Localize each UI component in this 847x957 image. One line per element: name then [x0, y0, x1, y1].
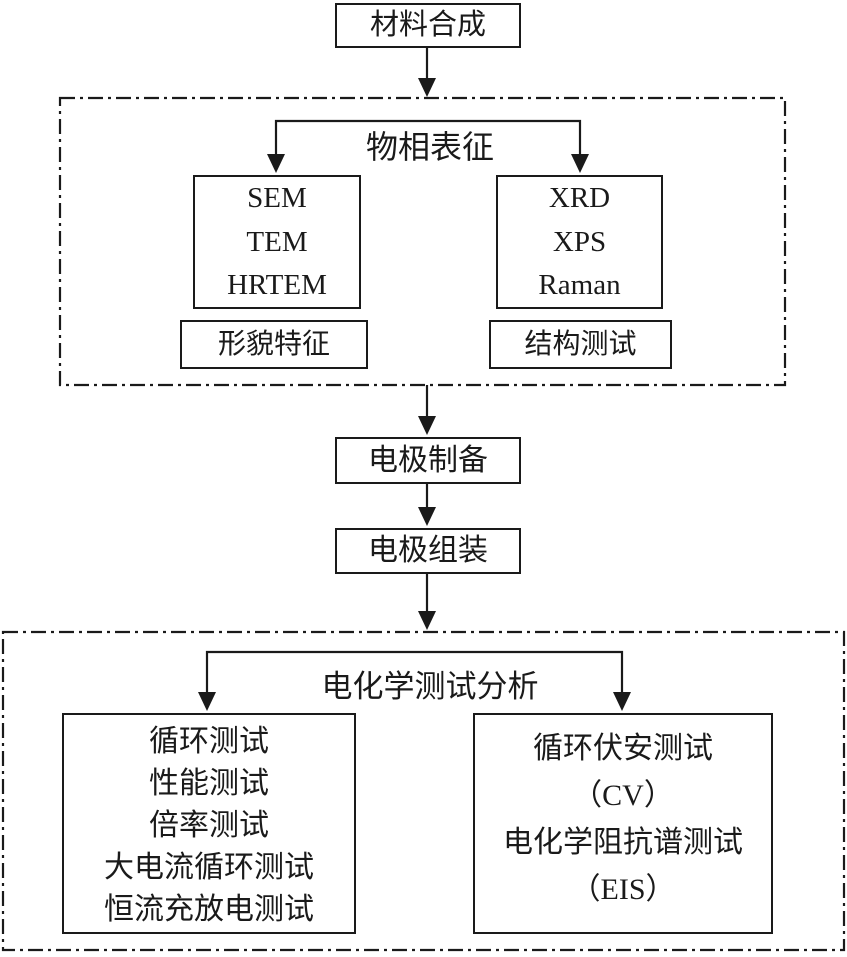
- echem-branch-line: [205, 650, 624, 695]
- node-structure-label: 结构测试: [489, 320, 672, 369]
- arrowhead-prep-to-assembly: [418, 507, 436, 526]
- arrowhead-material-to-phase: [418, 78, 436, 97]
- arrowhead-phase-to-prep: [418, 416, 436, 435]
- cycle-test-item: 大电流循环测试: [104, 851, 314, 884]
- phase-group-dashed-border: [58, 96, 787, 387]
- node-material-synthesis-label: 材料合成: [369, 9, 486, 42]
- morphology-method: TEM: [246, 225, 308, 258]
- voltammetry-test-item: （EIS）: [570, 872, 676, 906]
- cycle-test-item: 循环测试: [149, 725, 269, 758]
- phase-group-label: 物相表征: [365, 129, 494, 165]
- cycle-test-item: 倍率测试: [149, 809, 269, 842]
- voltammetry-test-item: 循环伏安测试: [533, 731, 713, 765]
- arrowhead-phase-right: [571, 154, 589, 173]
- structure-label-text: 结构测试: [524, 328, 637, 360]
- voltammetry-test-item: 电化学阻抗谱测试: [503, 825, 743, 859]
- structure-method: Raman: [538, 268, 621, 301]
- node-material-synthesis: 材料合成: [335, 3, 521, 48]
- cycle-test-item: 恒流充放电测试: [104, 893, 314, 926]
- morphology-method: HRTEM: [227, 268, 327, 301]
- voltammetry-test-item: （CV）: [572, 778, 674, 812]
- arrowhead-echem-left: [198, 692, 216, 711]
- structure-method: XPS: [552, 225, 607, 258]
- arrowhead-assembly-to-echem: [418, 611, 436, 630]
- node-electrode-assembly: 电极组装: [335, 528, 521, 574]
- echem-group-dashed-border: [1, 630, 846, 952]
- arrowhead-echem-right: [613, 692, 631, 711]
- electrode-assembly-label: 电极组装: [368, 534, 488, 567]
- node-voltammetry-tests: 循环伏安测试 （CV） 电化学阻抗谱测试 （EIS）: [473, 713, 773, 934]
- phase-branch-line: [274, 119, 582, 157]
- node-electrode-preparation: 电极制备: [335, 437, 521, 484]
- electrode-preparation-label: 电极制备: [368, 443, 488, 477]
- arrowhead-phase-left: [267, 154, 285, 173]
- node-structure-methods: XRD XPS Raman: [496, 175, 663, 309]
- node-morphology-label: 形貌特征: [180, 320, 368, 369]
- node-cycle-tests: 循环测试 性能测试 倍率测试 大电流循环测试 恒流充放电测试: [62, 713, 356, 934]
- echem-group-label: 电化学测试分析: [321, 669, 539, 704]
- cycle-test-item: 性能测试: [149, 767, 269, 800]
- morphology-label-text: 形貌特征: [217, 328, 330, 360]
- node-morphology-methods: SEM TEM HRTEM: [193, 175, 361, 309]
- morphology-method: SEM: [247, 182, 307, 215]
- structure-method: XRD: [548, 182, 611, 215]
